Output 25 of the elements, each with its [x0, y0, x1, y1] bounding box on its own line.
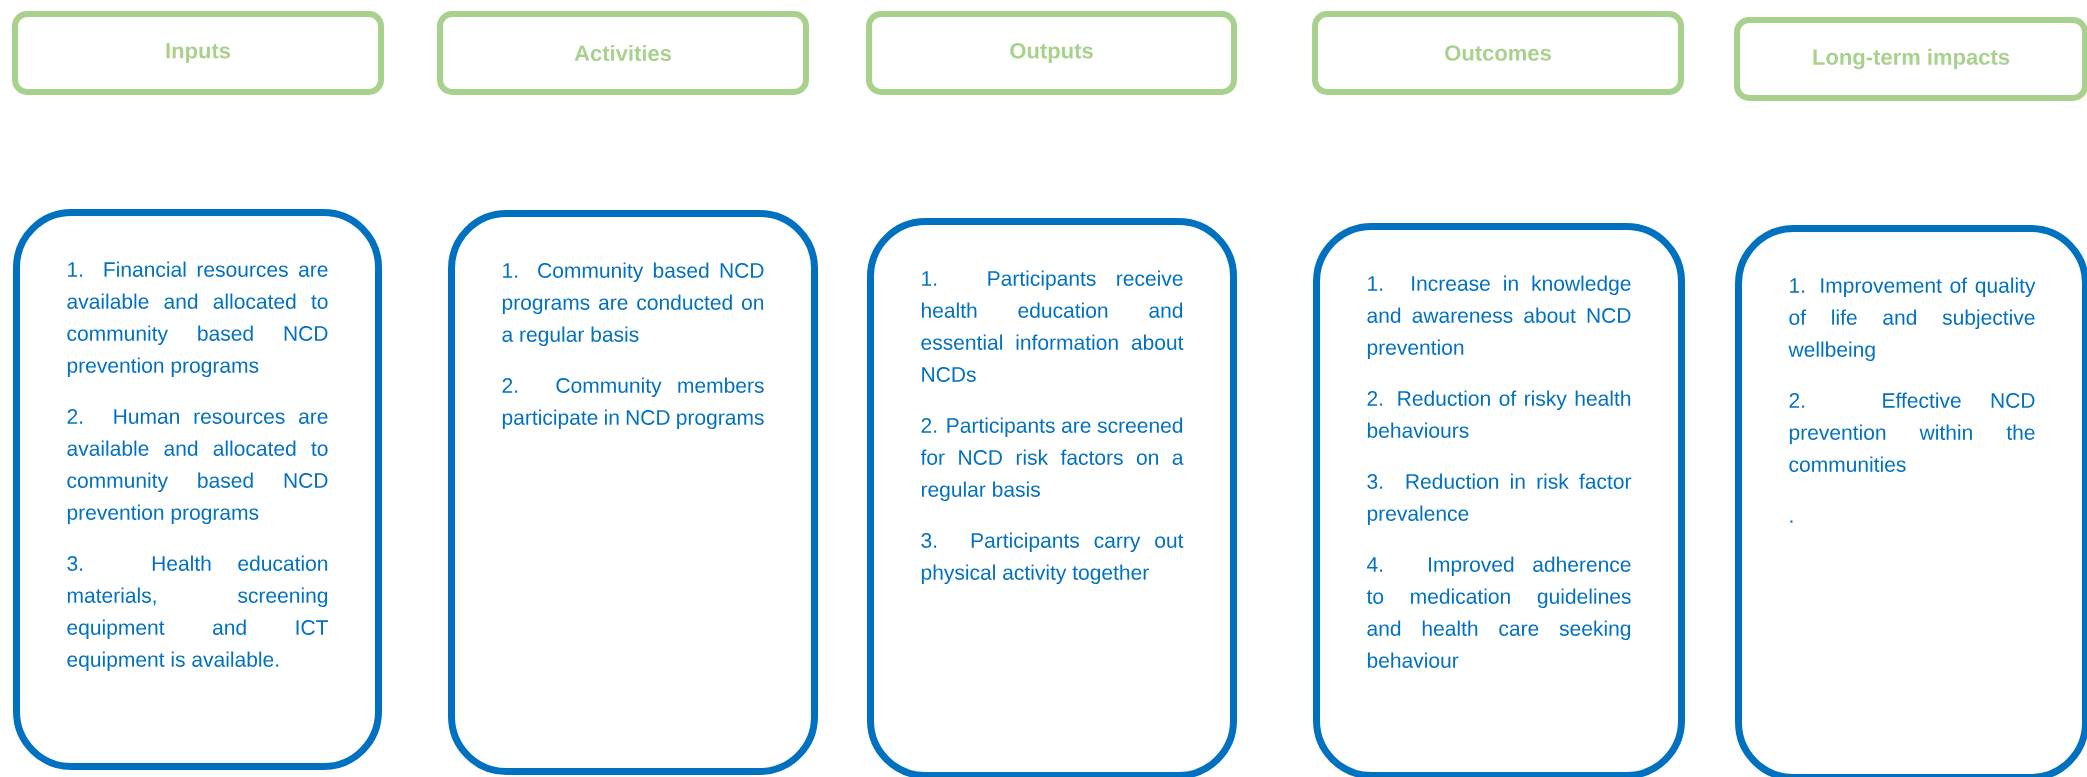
stage-header-box: Outputs: [866, 11, 1237, 95]
stage-header-box: Activities: [437, 11, 809, 95]
list-item: 1. Financial resources are available and allocated to community based NCD prevention programs: [67, 261, 328, 378]
list-item: 1. Increase in knowledge and awareness about NCD prevention: [1367, 275, 1631, 360]
content-box: [448, 210, 818, 775]
list-item: 4. Improved adherence to medication guidelines and health care seeking behaviour: [1366, 556, 1631, 668]
list-item: 2. Effective NCD prevention within the communities: [1789, 392, 2035, 472]
list-item: 1. Community based NCD programs are conducted on a regular basis: [502, 262, 764, 347]
list-item: 2. Community members participate in NCD programs: [502, 377, 764, 430]
content-box: [867, 218, 1237, 777]
content-box: [13, 209, 382, 770]
list-item: 1. Participants receive health education and essential information about NCDs: [921, 270, 1184, 382]
list-item: 3. Health education materials, screening equipment and ICT equipment is available.: [67, 555, 328, 672]
list-item: 3. Participants carry out physical activity together: [921, 532, 1184, 585]
stage-header-box: Long-term impacts: [1734, 17, 2087, 101]
list-item: .: [1790, 520, 1793, 523]
list-item: 2. Human resources are available and allocated to community based NCD prevention programs: [67, 409, 328, 525]
content-box: [1735, 225, 2087, 777]
list-item: 3. Reduction in risk factor prevalence: [1367, 473, 1632, 526]
list-item: 1. Improvement of quality of life and subjective wellbeing: [1788, 277, 2036, 362]
list-item: 2. Participants are screened for NCD risk factors on a regular basis: [920, 417, 1184, 502]
stage-header-box: Inputs: [12, 11, 384, 95]
list-item: 2. Reduction of risky health behaviours: [1367, 390, 1631, 438]
content-box: [1313, 223, 1685, 777]
stage-header-box: Outcomes: [1312, 11, 1684, 95]
